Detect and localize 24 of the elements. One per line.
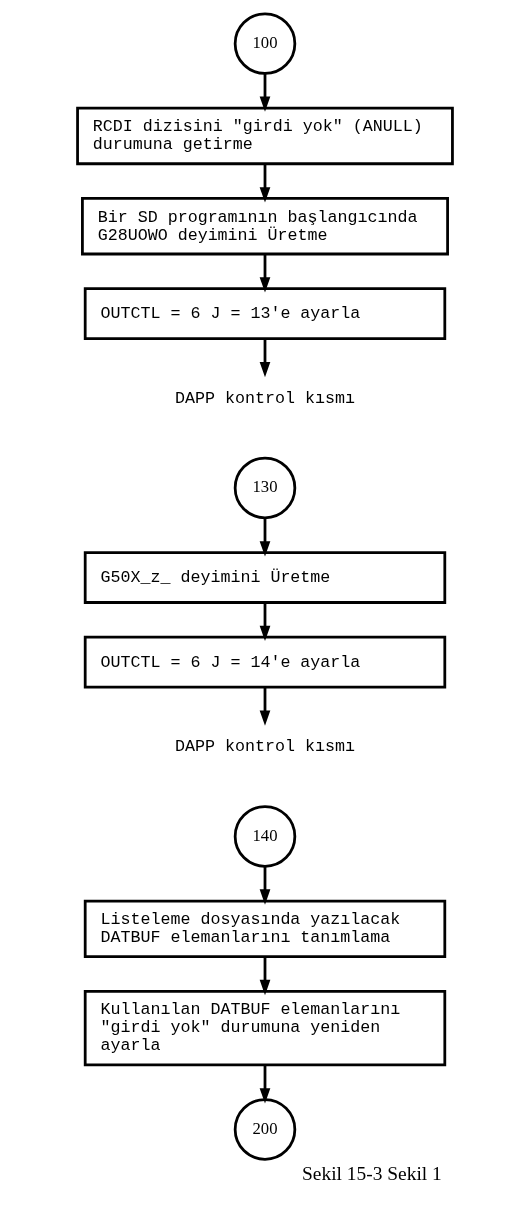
node-circle: 130 (233, 456, 297, 520)
node-circle: 140 (233, 805, 297, 868)
node-box: RCDI dizisini "girdi yok" (ANULL) durumuna getirme (76, 106, 454, 166)
node-text: DAPP kontrol kısmı (175, 388, 355, 408)
arrow (259, 1065, 271, 1104)
arrow (259, 73, 271, 112)
arrow (259, 164, 271, 203)
arrow (259, 602, 271, 642)
node-box: Listeleme dosyasında yazılacak DATBUF elemanlarını tanımlama (83, 899, 447, 958)
arrow (259, 866, 271, 905)
node-box: OUTCTL = 6 J = 14'e ayarla (83, 635, 447, 689)
node-circle: 200 (233, 1098, 297, 1161)
node-text: DAPP kontrol kısmı (175, 737, 355, 757)
caption: Sekil 15-3 Sekil 1 (302, 1163, 442, 1185)
node-box: Bir SD programının başlangıcında G28UOWO deyimini Üretme (81, 197, 449, 256)
node-circle: 100 (233, 12, 297, 75)
node-box: G50X_z_ deyimini Üretme (83, 551, 447, 604)
node-box: Kullanılan DATBUF elemanlarını "girdi yok" durumuna yeniden ayarla (83, 989, 447, 1067)
node-box: OUTCTL = 6 J = 13'e ayarla (83, 287, 447, 341)
arrow (259, 338, 271, 378)
arrow (259, 518, 271, 557)
arrow (259, 687, 271, 726)
arrow (259, 254, 271, 293)
arrow (259, 957, 271, 996)
